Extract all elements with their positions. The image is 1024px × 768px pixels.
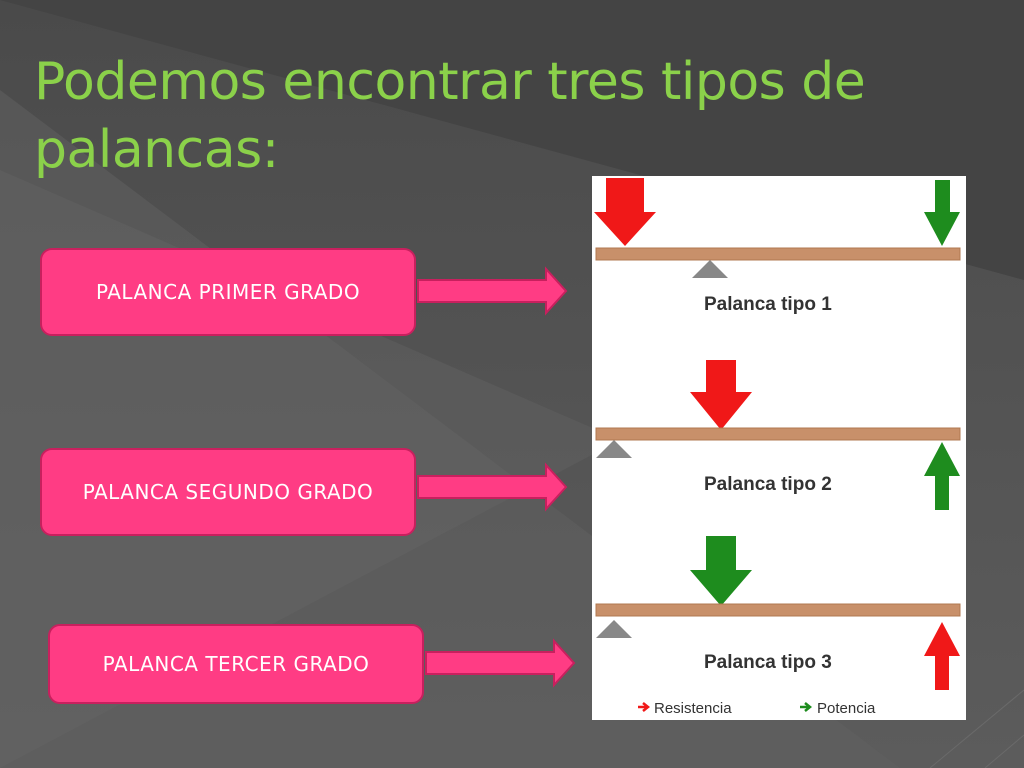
lever-label: Palanca tipo 3 — [704, 652, 832, 673]
lever-beam — [595, 427, 961, 441]
lever-label: Palanca tipo 1 — [704, 294, 832, 315]
legend-power: Potencia — [817, 700, 876, 717]
lever-type-1: Palanca tipo 1 — [594, 178, 961, 315]
lever-beam — [595, 603, 961, 617]
arrow-right-icon — [417, 266, 568, 316]
resistance-arrow-up-icon — [924, 622, 960, 690]
box-tercer-grado: PALANCA TERCER GRADO — [48, 624, 424, 704]
lever-label: Palanca tipo 2 — [704, 474, 832, 495]
lever-diagram: Palanca tipo 1 Palanca tipo 2 Palanca ti… — [592, 176, 966, 720]
power-arrow-down-icon — [690, 536, 752, 606]
resistance-arrow-down-icon — [690, 360, 752, 430]
resistance-arrow-down-icon — [594, 178, 656, 246]
box-segundo-grado: PALANCA SEGUNDO GRADO — [40, 448, 416, 536]
slide-title: Podemos encontrar tres tipos de palancas… — [34, 52, 866, 180]
arrow-right-icon — [417, 462, 568, 512]
fulcrum-icon — [596, 440, 632, 458]
arrow-right-icon — [425, 638, 576, 688]
power-arrow-up-icon — [924, 442, 960, 510]
fulcrum-icon — [692, 260, 728, 278]
lever-type-2: Palanca tipo 2 — [595, 360, 961, 510]
box-label: PALANCA PRIMER GRADO — [95, 280, 361, 304]
resistance-legend-arrow-icon — [638, 702, 651, 712]
power-arrow-down-icon — [924, 180, 960, 246]
box-primer-grado: PALANCA PRIMER GRADO — [40, 248, 416, 336]
legend: Resistencia Potencia — [638, 700, 876, 717]
box-label: PALANCA TERCER GRADO — [102, 652, 370, 676]
box-label: PALANCA SEGUNDO GRADO — [82, 480, 374, 504]
power-legend-arrow-icon — [800, 702, 813, 712]
fulcrum-icon — [596, 620, 632, 638]
lever-beam — [595, 247, 961, 261]
lever-type-3: Palanca tipo 3 — [595, 536, 961, 690]
legend-resistance: Resistencia — [654, 700, 732, 717]
